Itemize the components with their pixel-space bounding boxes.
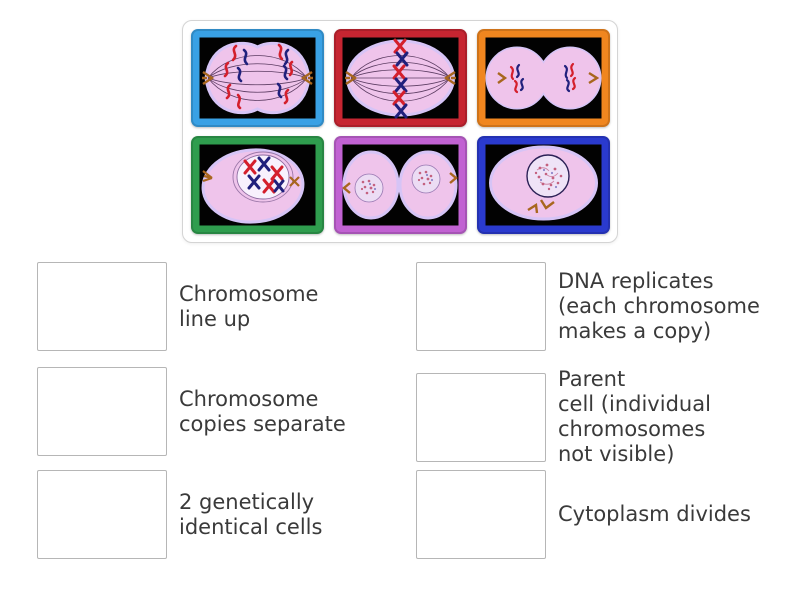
tile-two-cells[interactable] (333, 136, 467, 234)
prophase-cell-image (190, 136, 324, 234)
tile-cytokinesis[interactable] (476, 29, 610, 127)
answer-slot-chromosome-copies-separate[interactable] (37, 367, 167, 456)
anaphase-cell-image (190, 29, 324, 127)
match-row-chromosome-copies-separate: Chromosome copies separate (37, 367, 346, 456)
match-row-dna-replicates: DNA replicates (each chromosome makes a … (416, 262, 760, 351)
match-label: Chromosome line up (179, 281, 319, 331)
answer-slot-parent-cell[interactable] (416, 372, 546, 462)
match-row-cytoplasm-divides: Cytoplasm divides (416, 470, 751, 559)
match-label: Cytoplasm divides (558, 502, 751, 526)
image-tile-board (182, 20, 618, 243)
tile-metaphase[interactable] (333, 29, 467, 127)
cytokinesis-cell-image (476, 29, 610, 127)
two-daughter-cells-image (333, 136, 467, 234)
tile-anaphase[interactable] (190, 29, 324, 127)
answer-slot-chromosomes-line-up[interactable] (37, 262, 167, 351)
match-label: Chromosome copies separate (179, 386, 346, 436)
answer-slot-2-identical-cells[interactable] (37, 470, 167, 559)
tile-parent-cell[interactable] (476, 136, 610, 234)
answer-slot-cytoplasm-divides[interactable] (416, 470, 546, 559)
tile-prophase[interactable] (190, 136, 324, 234)
match-label: DNA replicates (each chromosome makes a … (558, 269, 760, 343)
match-row-parent-cell: Parent cell (individual chromosomes not … (416, 367, 711, 467)
match-label: Parent cell (individual chromosomes not … (558, 367, 711, 466)
answer-slot-dna-replicates[interactable] (416, 262, 546, 351)
metaphase-cell-image (333, 29, 467, 127)
match-row-chromosomes-line-up: Chromosome line up (37, 262, 318, 351)
parent-cell-image (476, 136, 610, 234)
match-row-2-identical-cells: 2 genetically identical cells (37, 470, 322, 559)
match-label: 2 genetically identical cells (179, 489, 323, 539)
